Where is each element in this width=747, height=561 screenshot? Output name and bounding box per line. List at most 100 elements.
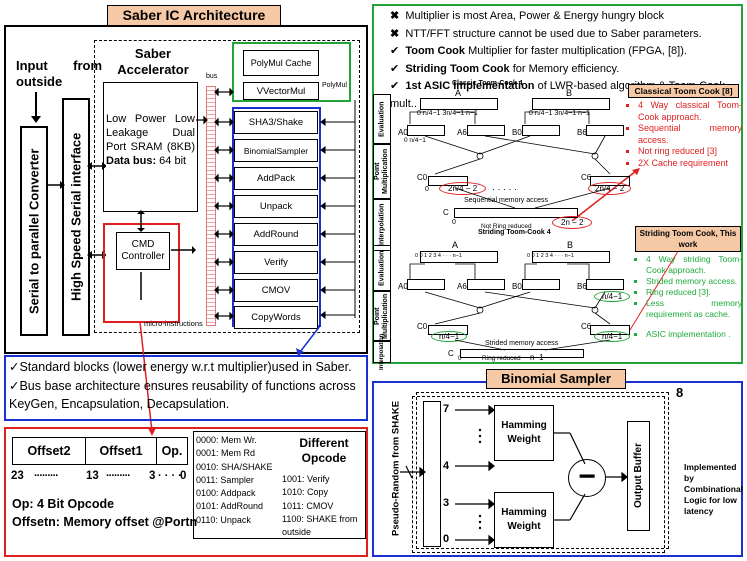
- classic-B6-box: [586, 125, 624, 136]
- vvectormul: VVectorMul: [243, 82, 319, 100]
- binomial-wires: [400, 404, 628, 546]
- opcode-0110: 0110: Unpack: [196, 514, 251, 525]
- classic-seq: Sequential memory access: [464, 197, 549, 204]
- opcode-frame: [4, 427, 368, 557]
- binomial-note: Implemented by Combinational Logic for l…: [684, 462, 744, 516]
- opcode-list-left: 0000: Mem Wr. 0001: Mem Rd 0010: SHA/SHA…: [196, 434, 280, 527]
- classic-row-int: [373, 199, 391, 251]
- input-register: [423, 401, 441, 547]
- classic-point-3: Not ring reduced [3]: [638, 146, 742, 158]
- classic-A-ticks: 0 n/4−1 3n/4−1 n−1: [417, 110, 478, 117]
- polymul-frame: [232, 42, 351, 102]
- accelerator-frame: [94, 40, 360, 333]
- module-list: SHA3/Shake BinomialSampler AddPack Unpac…: [234, 111, 318, 329]
- striding-B6: B6: [577, 282, 587, 291]
- accelerator-title: Saber Accelerator: [117, 46, 189, 77]
- classic-A-array: [420, 98, 498, 110]
- classic-C: C: [443, 208, 449, 217]
- classic-C-zero: 0: [452, 219, 456, 226]
- striding-A6-box: [467, 279, 505, 290]
- classic-flow: [409, 111, 611, 209]
- offset-line: Offsetn: Memory offset @Portn: [12, 515, 198, 529]
- opcode-1001: 1001: Verify: [282, 474, 330, 484]
- module-cmov: CMOV: [234, 279, 318, 302]
- opcode-0100: 0100: Addpack: [196, 488, 256, 499]
- dots-2: ·········: [106, 470, 131, 482]
- check-icon: ✔: [390, 80, 400, 92]
- bus-label: bus: [206, 73, 218, 80]
- classic-point-1: 4 Way classical Toom-Cook approach.: [638, 100, 742, 123]
- diff-opcode-title: Different Opcode: [299, 436, 349, 465]
- striding-C-array: [460, 349, 584, 358]
- striding-C6: C6: [581, 322, 592, 331]
- binomial-title: Binomial Sampler: [486, 369, 626, 389]
- striding-title: Striding Toom-Cook 4: [478, 229, 551, 236]
- module-copywords: CopyWords: [234, 306, 318, 329]
- opcode-fields: Offset2 Offset1 Op.: [12, 437, 188, 465]
- s2p-converter: [20, 126, 48, 336]
- striding-B6-box: [586, 279, 624, 290]
- bit-3: 3: [149, 470, 156, 482]
- classic-row-eval: [373, 94, 391, 144]
- striding-A6: A6: [457, 282, 467, 291]
- classic-point-4: 2X Cache requirement: [638, 158, 742, 170]
- cmd-arrows: [137, 210, 196, 300]
- standard-frame: [4, 355, 368, 421]
- dots-1: ·········: [34, 470, 59, 482]
- classic-dots: · · · · ·: [492, 184, 517, 194]
- classic-C0-zero: 0: [425, 186, 429, 193]
- striding-B: B: [567, 240, 574, 250]
- striding-B0: B0: [512, 282, 522, 291]
- bit-0b: 0: [443, 533, 450, 545]
- opcode-0010: 0010: SHA/SHAKE: [196, 461, 273, 472]
- bit-4: 4: [443, 460, 450, 472]
- opcode-1010: 1010: Copy: [282, 487, 329, 498]
- polymul-label: PolyMul: [322, 82, 347, 89]
- striding-A-ticks: 0 0 1 2 3 4 · · · n−1: [415, 253, 462, 259]
- striding-C0: C0: [417, 322, 428, 331]
- field-op: Op.: [161, 444, 183, 458]
- classic-title: Classic Toom-Cook 4: [452, 80, 523, 87]
- striding-tag: Striding Toom Cook, This work: [635, 226, 741, 252]
- module-binomial: BinomialSampler: [234, 139, 318, 162]
- striding-A-array: [420, 251, 498, 263]
- striding-flow: [409, 263, 611, 351]
- sram-text: Low Power Low Leakage Dual Port SRAM (8K…: [106, 112, 195, 168]
- striding-row-eval: [373, 245, 391, 291]
- striding-ring: Ring reduced: [482, 355, 521, 362]
- striding-A: A: [452, 240, 459, 250]
- subtractor: −: [568, 459, 606, 497]
- hss-interface: [62, 98, 90, 336]
- classic-B-array: [532, 98, 610, 110]
- opcode-0000: 0000: Mem Wr.: [196, 435, 257, 445]
- classic-B6: B6: [577, 128, 587, 137]
- note-4: ✔ Striding Toom Cook for Memory efficien…: [390, 62, 620, 75]
- x-icon: ✖: [390, 27, 400, 40]
- classic-B0: B0: [512, 128, 522, 137]
- opcode-1100: 1100: SHAKE from outside: [282, 513, 358, 538]
- field-offset2: Offset2: [13, 438, 86, 464]
- striding-strided: Strided memory access: [485, 340, 559, 347]
- sram-bus-width: 64 bit: [156, 155, 187, 167]
- op-line: Op: 4 Bit Opcode: [12, 497, 115, 511]
- striding-row-eval-label: Evaluation: [378, 250, 386, 286]
- classic-A: A: [455, 88, 462, 98]
- classic-A0-box: [407, 125, 445, 136]
- note-1: ✖ Multiplier is most Area, Power & Energ…: [390, 10, 664, 22]
- output-buffer: [627, 421, 650, 531]
- classic-tag: Classical Toom Cook [8]: [628, 84, 739, 98]
- classic-points: 4 Way classical Toom-Cook approach. Sequ…: [628, 100, 742, 169]
- architecture-title: Saber IC Architecture: [107, 5, 281, 27]
- striding-B-ticks: 0 0 1 2 3 4 · · · n−1: [527, 253, 574, 259]
- check-icon: ✔: [390, 62, 400, 75]
- standard-line-1: ✓Standard blocks (lower energy w.r.t mul…: [9, 360, 352, 374]
- classic-notring: Not Ring reduced: [481, 223, 532, 230]
- striding-C-zero: 0: [458, 355, 462, 362]
- module-verify: Verify: [234, 251, 318, 274]
- classic-A0-ticks: 0 n/4−1: [404, 137, 426, 144]
- striding-C0-n4: n/4−1: [431, 331, 468, 342]
- opcode-0001: 0001: Mem Rd: [196, 448, 256, 459]
- module-unpack: Unpack: [234, 195, 318, 218]
- striding-C-n: n−1: [530, 353, 544, 362]
- classic-row-pm: [373, 144, 391, 199]
